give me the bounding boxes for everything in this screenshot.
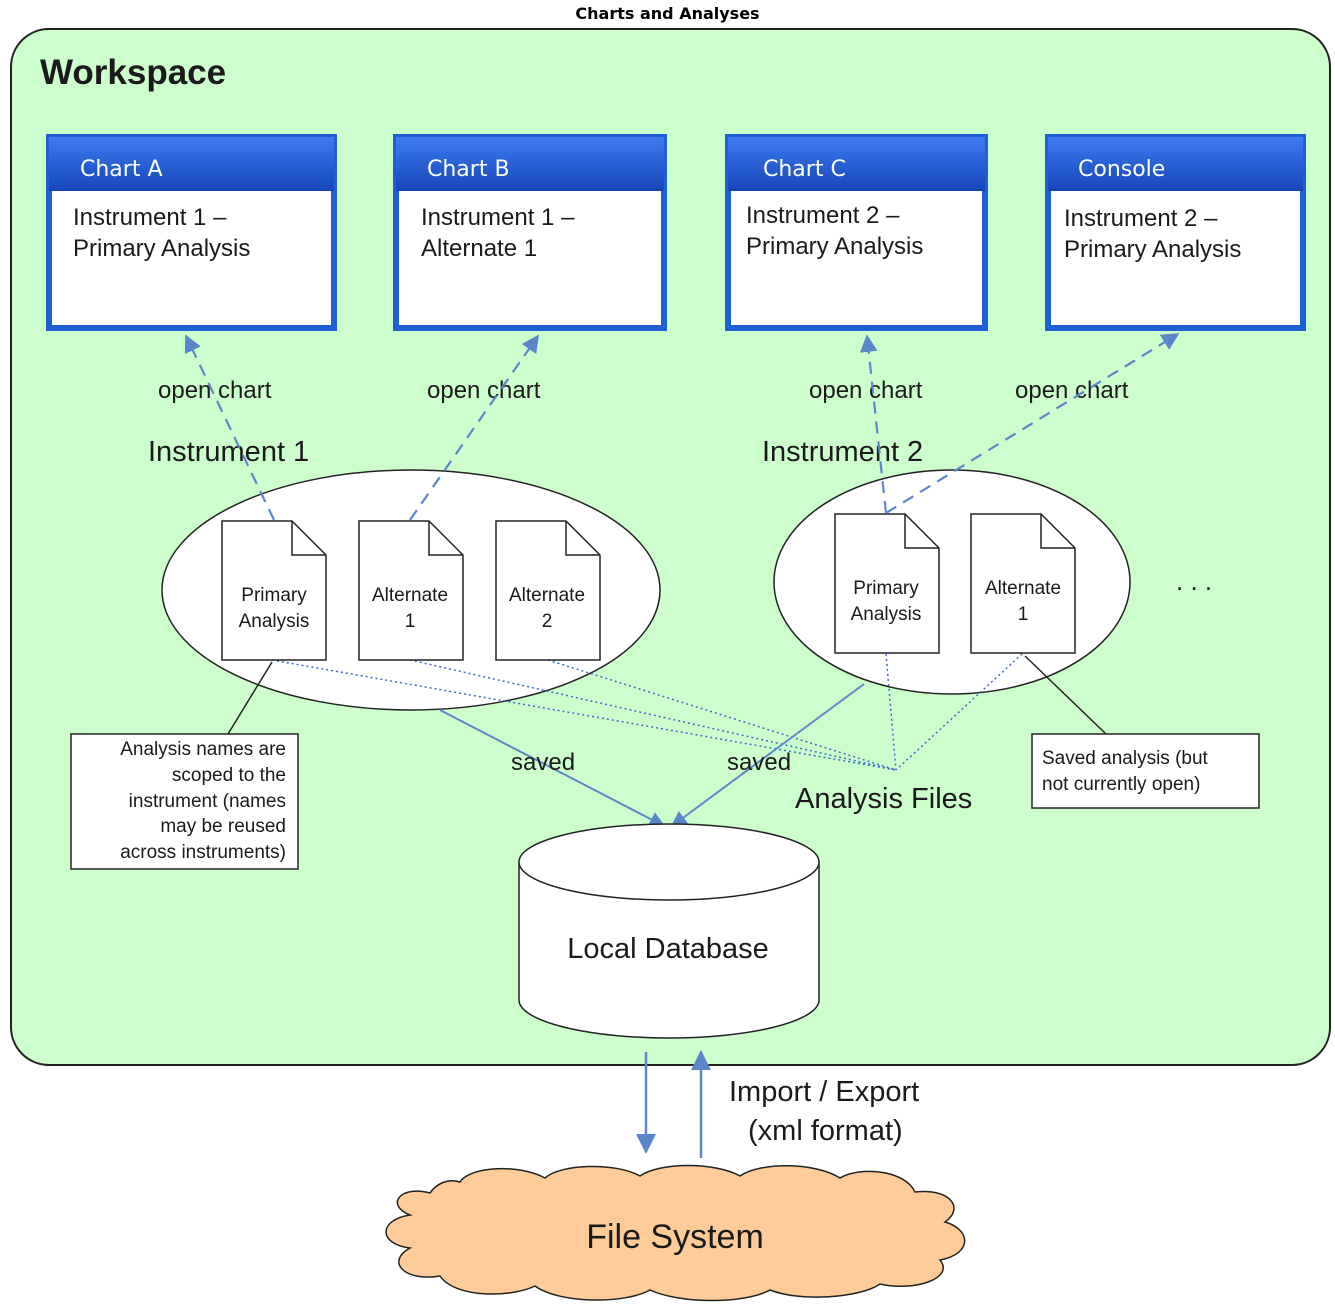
file-instrument-2-primary[interactable]: Primary Analysis (834, 513, 940, 654)
window-line-2: Alternate 1 (421, 235, 537, 262)
instrument-2-label: Instrument 2 (762, 436, 923, 468)
file-label-1: Alternate (509, 585, 585, 606)
note-line: scoped to the (172, 765, 286, 786)
window-line-1: Instrument 2 – (1064, 205, 1218, 232)
file-label-2: Analysis (851, 604, 922, 625)
import-export-arrows (636, 1050, 711, 1158)
file-label-1: Alternate (985, 578, 1061, 599)
chart-c-window[interactable]: Chart C Instrument 2 – Primary Analysis (725, 134, 988, 331)
callout-right-leader (1024, 655, 1107, 735)
instrument-1-label: Instrument 1 (148, 436, 309, 468)
file-label-2: 1 (1018, 604, 1029, 625)
note-line: not currently open) (1042, 774, 1200, 795)
window-line-1: Instrument 2 – (746, 202, 900, 229)
saved-label-left: saved (511, 749, 575, 776)
note-line: Analysis names are (120, 739, 286, 760)
open-chart-label-console: open chart (1015, 377, 1129, 404)
file-instrument-2-alternate-1[interactable]: Alternate 1 (970, 513, 1076, 654)
window-line-2: Primary Analysis (73, 235, 250, 262)
file-instrument-1-alternate-1[interactable]: Alternate 1 (358, 520, 464, 661)
file-label-2: Analysis (239, 611, 310, 632)
note-line: instrument (names (129, 791, 286, 812)
window-title: Console (1078, 157, 1165, 182)
file-system-cloud: File System (385, 1164, 966, 1302)
window-line-2: Primary Analysis (746, 233, 923, 260)
open-chart-label-c: open chart (809, 377, 923, 404)
open-chart-label-a: open chart (158, 377, 272, 404)
chart-b-window[interactable]: Chart B Instrument 1 – Alternate 1 (393, 134, 667, 331)
note-line: across instruments) (120, 842, 286, 863)
page-title: Charts and Analyses (575, 4, 760, 23)
file-label-1: Alternate (372, 585, 448, 606)
callout-left-leader (227, 661, 273, 735)
note-line: may be reused (160, 816, 286, 837)
scope-note: Analysis names are scoped to the instrum… (70, 733, 299, 870)
analysis-files-connectors (271, 653, 1023, 771)
import-export-label-2: (xml format) (748, 1115, 903, 1147)
file-label-1: Primary (241, 585, 307, 606)
more-instruments-ellipsis: . . . (1176, 566, 1212, 596)
console-window[interactable]: Console Instrument 2 – Primary Analysis (1045, 134, 1306, 331)
window-line-2: Primary Analysis (1064, 236, 1241, 263)
saved-arrows (439, 683, 865, 827)
file-label-1: Primary (853, 578, 919, 599)
window-line-1: Instrument 1 – (73, 204, 227, 231)
file-system-label: File System (586, 1218, 764, 1256)
file-instrument-1-primary[interactable]: Primary Analysis (221, 520, 327, 661)
window-title: Chart B (427, 157, 510, 182)
local-database[interactable]: Local Database (518, 823, 820, 1039)
import-export-label-1: Import / Export (729, 1076, 919, 1108)
note-line: Saved analysis (but (1042, 748, 1209, 769)
open-chart-arrows (184, 333, 1180, 521)
database-label: Local Database (567, 933, 769, 965)
file-instrument-1-alternate-2[interactable]: Alternate 2 (495, 520, 601, 661)
instrument-2-group (773, 469, 1131, 695)
analysis-files-label: Analysis Files (795, 783, 972, 815)
file-label-2: 1 (405, 611, 416, 632)
workspace-title: Workspace (40, 53, 226, 92)
window-line-1: Instrument 1 – (421, 204, 575, 231)
chart-a-window[interactable]: Chart A Instrument 1 – Primary Analysis (46, 134, 337, 331)
open-chart-label-b: open chart (427, 377, 541, 404)
window-title: Chart C (763, 157, 846, 182)
workspace-panel (10, 28, 1331, 1066)
file-label-2: 2 (542, 611, 553, 632)
saved-label-right: saved (727, 749, 791, 776)
window-title: Chart A (80, 157, 163, 182)
saved-analysis-note: Saved analysis (but not currently open) (1031, 733, 1260, 809)
